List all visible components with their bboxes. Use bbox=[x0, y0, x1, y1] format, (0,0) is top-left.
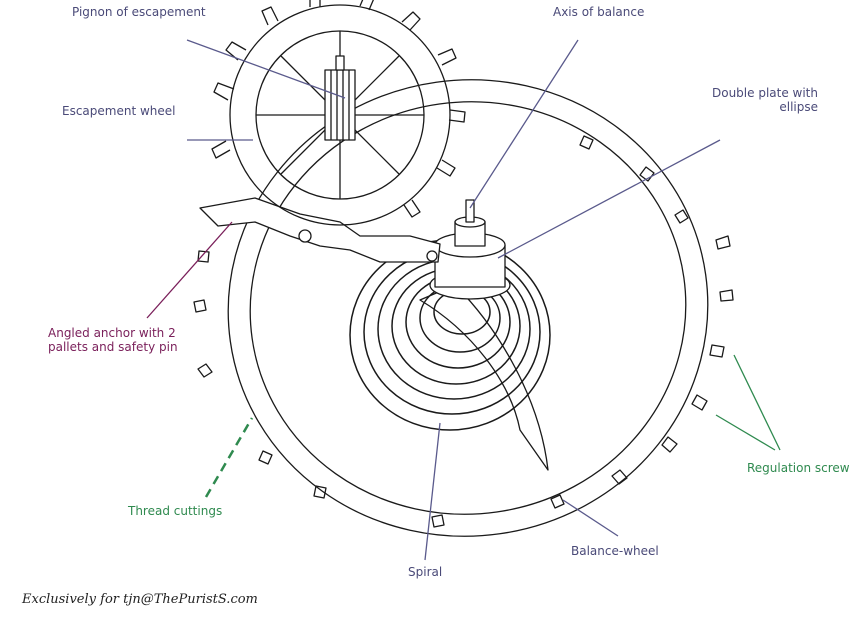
leader-axis bbox=[469, 39, 579, 209]
leader-thread bbox=[204, 417, 254, 498]
leader-pignon bbox=[186, 39, 346, 99]
label-escapement-wheel: Escapement wheel bbox=[62, 104, 176, 118]
label-regulation-screw: Regulation screw bbox=[747, 461, 850, 475]
balance-wheel-rim bbox=[227, 79, 709, 537]
escape-pinion bbox=[324, 55, 356, 141]
leader-double-plate bbox=[497, 139, 721, 259]
label-spiral: Spiral bbox=[408, 565, 443, 579]
label-double-plate-line1: Double plate with bbox=[711, 86, 818, 100]
anchor-lever bbox=[199, 197, 441, 263]
label-thread-cuttings: Thread cuttings bbox=[128, 504, 223, 518]
label-balance-wheel: Balance-wheel bbox=[571, 544, 659, 558]
leader-balance-wheel bbox=[562, 499, 619, 537]
leader-regulation-1 bbox=[733, 354, 781, 451]
balance-staff bbox=[429, 199, 511, 300]
label-axis: Axis of balance bbox=[553, 5, 645, 19]
credit-text: Exclusively for tjn@ThePuristS.com bbox=[22, 592, 258, 607]
leader-anchor bbox=[146, 221, 233, 319]
label-anchor-line2: pallets and safety pin bbox=[48, 340, 178, 354]
leader-regulation-2 bbox=[715, 414, 776, 451]
label-pignon: Pignon of escapement bbox=[72, 5, 206, 19]
label-anchor-line1: Angled anchor with 2 bbox=[48, 326, 176, 340]
label-double-plate-line2: ellipse bbox=[779, 100, 818, 114]
balance-arm bbox=[419, 284, 549, 471]
leader-spiral bbox=[424, 422, 441, 561]
